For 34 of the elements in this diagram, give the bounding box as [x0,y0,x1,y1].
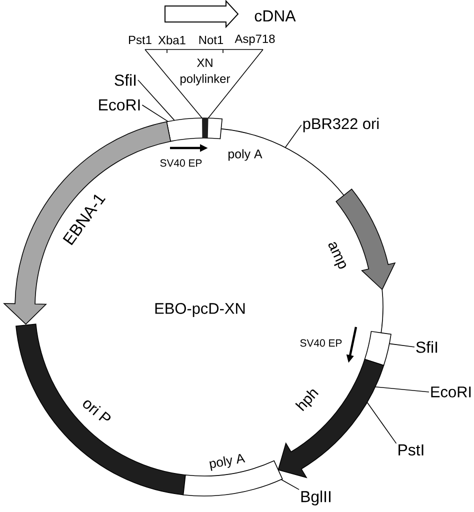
site-label: BglII [301,490,330,506]
region-label: XN polylinker [180,58,230,86]
site-label: EcoRI [99,99,140,111]
backbone-line [220,128,344,196]
site-label: Xba1 [158,36,186,44]
gene-segment [278,358,384,478]
region-label: poly A [228,149,262,161]
promoter-label: SV40 EP [160,159,202,167]
site-label: Pst1 [129,36,152,44]
leader-line [389,343,415,348]
site-label: pBR322 ori [303,118,379,132]
leader-line [366,402,397,444]
promoter-label: SV40 EP [300,339,342,347]
insert-label: cDNA [254,10,296,22]
ring-box [364,331,392,366]
ring-segment [16,324,186,496]
site-label: SfiI [114,74,136,86]
site-label: SfiI [416,341,438,353]
leader-line [284,124,302,148]
gene-label: hph [295,390,319,412]
site-label: EcoRI [431,386,471,398]
leader-line [142,104,168,122]
leader-line [280,479,300,490]
leader-line [138,80,175,121]
plasmid-name: EBO-pcD-XN [155,303,245,317]
region-label: poly A [209,454,246,471]
site-label: Not1 [199,36,224,44]
leader-line [374,386,430,392]
backbone-line [380,289,384,334]
region-label: ori P [83,400,111,421]
site-label: Asp718 [234,34,275,46]
gene-label: amp [328,242,346,269]
site-label: PstI [398,444,424,456]
ring-box [166,118,222,142]
